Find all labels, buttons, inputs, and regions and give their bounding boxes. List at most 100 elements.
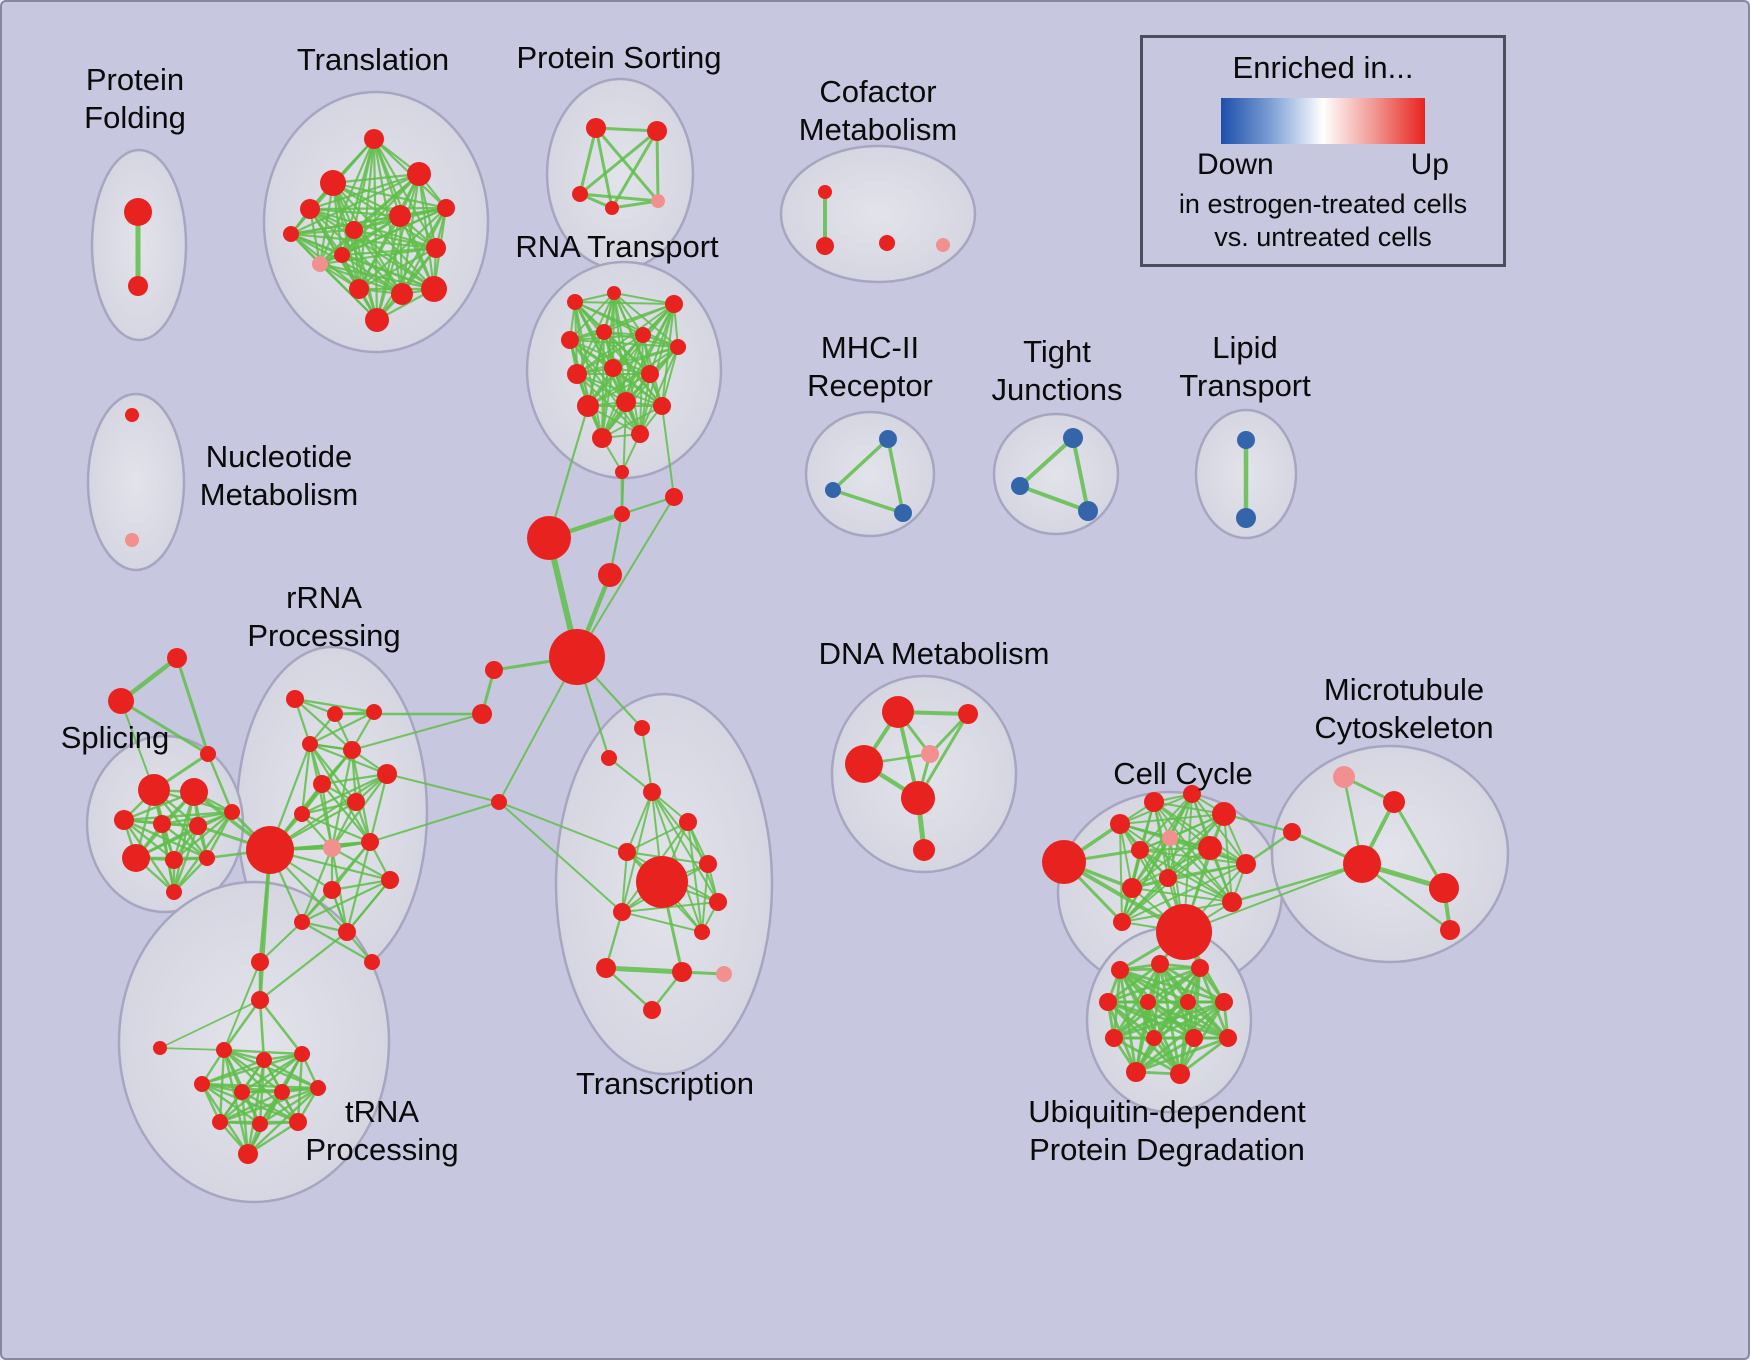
network-node-t3[interactable] xyxy=(300,199,320,219)
network-node-rr14[interactable] xyxy=(323,881,341,899)
network-node-rr12[interactable] xyxy=(361,833,379,851)
network-node-h3[interactable] xyxy=(527,516,571,560)
network-node-rr15[interactable] xyxy=(294,914,310,930)
network-node-tj2[interactable] xyxy=(1011,477,1029,495)
network-node-cc3[interactable] xyxy=(1144,792,1164,812)
network-node-cc13[interactable] xyxy=(1113,913,1131,931)
network-node-rr7[interactable] xyxy=(313,775,331,793)
network-node-ub2[interactable] xyxy=(1151,955,1169,973)
network-node-rr1[interactable] xyxy=(286,690,304,708)
network-node-cc6[interactable] xyxy=(1131,841,1149,859)
network-node-rr18[interactable] xyxy=(251,953,269,971)
network-node-tp2[interactable] xyxy=(216,1042,232,1058)
network-node-cm3[interactable] xyxy=(879,235,895,251)
network-node-mt6[interactable] xyxy=(1440,920,1460,940)
network-node-rt7[interactable] xyxy=(670,339,686,355)
network-node-rt13[interactable] xyxy=(653,397,671,415)
network-node-nm1[interactable] xyxy=(125,408,139,422)
network-node-ub8[interactable] xyxy=(1105,1029,1123,1047)
network-node-rr17[interactable] xyxy=(364,954,380,970)
network-node-cc2[interactable] xyxy=(1110,814,1130,834)
network-node-n2[interactable] xyxy=(472,704,492,724)
network-node-rt12[interactable] xyxy=(616,392,636,412)
network-node-mh1[interactable] xyxy=(879,430,897,448)
network-node-tc7[interactable] xyxy=(699,855,717,873)
network-node-rt2[interactable] xyxy=(607,286,621,300)
network-node-mt3[interactable] xyxy=(1283,823,1301,841)
network-node-t2[interactable] xyxy=(364,129,384,149)
network-node-rt3[interactable] xyxy=(665,295,683,313)
network-node-t15[interactable] xyxy=(334,247,350,263)
network-node-ps1[interactable] xyxy=(586,118,606,138)
network-node-mt2[interactable] xyxy=(1383,791,1405,813)
network-node-tc13[interactable] xyxy=(716,966,732,982)
network-node-tp4[interactable] xyxy=(294,1046,310,1062)
network-node-t8[interactable] xyxy=(312,256,328,272)
network-node-t13[interactable] xyxy=(283,226,299,242)
network-node-sp7[interactable] xyxy=(122,844,150,872)
network-node-t6[interactable] xyxy=(389,205,411,227)
network-node-cc14[interactable] xyxy=(1222,892,1242,912)
network-node-dm4[interactable] xyxy=(921,745,939,763)
network-node-rt1[interactable] xyxy=(567,294,583,310)
network-node-rr16[interactable] xyxy=(338,923,356,941)
network-node-ub5[interactable] xyxy=(1140,994,1156,1010)
network-node-tc6[interactable] xyxy=(636,856,688,908)
network-node-rt11[interactable] xyxy=(577,395,599,417)
network-node-h5[interactable] xyxy=(598,563,622,587)
network-node-x1[interactable] xyxy=(167,648,187,668)
network-node-ub1[interactable] xyxy=(1111,961,1129,979)
network-node-rr4[interactable] xyxy=(302,736,318,752)
network-node-sp4[interactable] xyxy=(153,815,171,833)
network-node-h4[interactable] xyxy=(614,506,630,522)
network-node-x2[interactable] xyxy=(108,688,134,714)
network-node-tc12[interactable] xyxy=(672,962,692,982)
network-node-tp3[interactable] xyxy=(256,1052,272,1068)
network-node-cc10[interactable] xyxy=(1122,878,1142,898)
network-node-ub9[interactable] xyxy=(1146,1030,1162,1046)
network-node-cc1[interactable] xyxy=(1042,840,1086,884)
network-node-rr10[interactable] xyxy=(246,826,294,874)
network-node-cm4[interactable] xyxy=(936,238,950,252)
network-node-ps4[interactable] xyxy=(605,201,619,215)
network-node-rr8[interactable] xyxy=(347,793,365,811)
network-node-dm3[interactable] xyxy=(845,745,883,783)
network-node-ub12[interactable] xyxy=(1126,1062,1146,1082)
network-node-rr9[interactable] xyxy=(294,806,310,822)
network-node-rr6[interactable] xyxy=(377,764,397,784)
network-node-nm2[interactable] xyxy=(125,533,139,547)
network-node-sp5[interactable] xyxy=(189,817,207,835)
network-node-rt14[interactable] xyxy=(592,428,612,448)
network-node-tc11[interactable] xyxy=(596,958,616,978)
network-node-rt10[interactable] xyxy=(641,365,659,383)
network-node-t14[interactable] xyxy=(437,199,455,217)
network-node-rt6[interactable] xyxy=(635,327,651,343)
network-node-x3[interactable] xyxy=(200,746,216,762)
network-node-ub10[interactable] xyxy=(1185,1029,1203,1047)
network-node-cc9[interactable] xyxy=(1236,854,1256,874)
network-node-cc12[interactable] xyxy=(1156,904,1212,960)
network-node-cc5[interactable] xyxy=(1212,802,1236,826)
network-node-tc3[interactable] xyxy=(643,783,661,801)
network-node-tc8[interactable] xyxy=(709,893,727,911)
network-node-ps2[interactable] xyxy=(647,121,667,141)
network-node-cc11[interactable] xyxy=(1159,869,1177,887)
network-node-tc5[interactable] xyxy=(618,843,636,861)
network-node-ub4[interactable] xyxy=(1099,993,1117,1011)
network-node-cm2[interactable] xyxy=(816,237,834,255)
network-node-rr5[interactable] xyxy=(343,741,361,759)
network-node-h2[interactable] xyxy=(665,488,683,506)
network-node-m1[interactable] xyxy=(491,794,507,810)
network-node-ps5[interactable] xyxy=(651,194,665,208)
network-node-tp12[interactable] xyxy=(238,1144,258,1164)
network-node-ub7[interactable] xyxy=(1215,993,1233,1011)
network-node-cm1[interactable] xyxy=(818,185,832,199)
network-node-ub11[interactable] xyxy=(1219,1029,1237,1047)
network-node-mh3[interactable] xyxy=(894,504,912,522)
network-node-mt5[interactable] xyxy=(1429,873,1459,903)
network-node-tc14[interactable] xyxy=(643,1001,661,1019)
network-node-sp9[interactable] xyxy=(199,850,215,866)
network-node-rt4[interactable] xyxy=(561,331,579,349)
network-node-sp8[interactable] xyxy=(165,851,183,869)
network-node-rt9[interactable] xyxy=(604,359,622,377)
